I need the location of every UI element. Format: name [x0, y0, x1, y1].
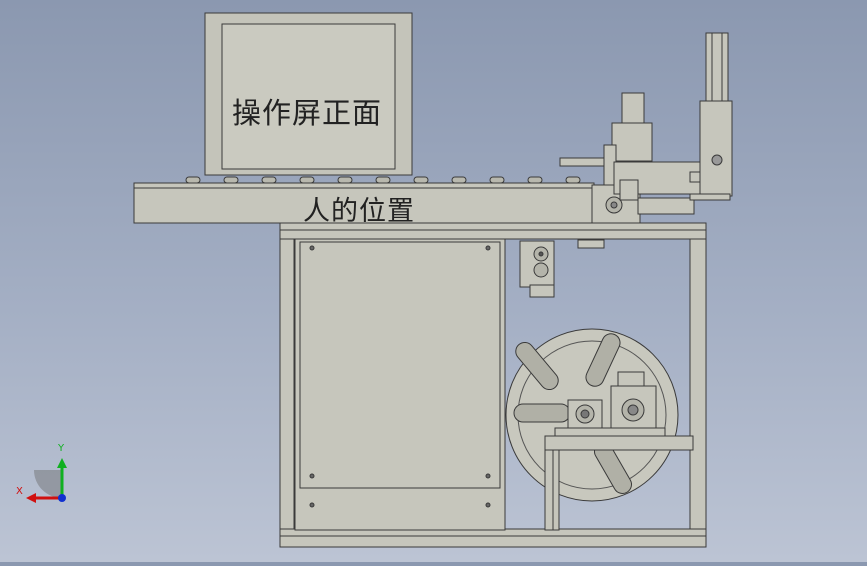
axis-x-label: X: [16, 486, 23, 497]
work-table[interactable]: [133, 182, 695, 226]
lower-platform: [544, 435, 694, 531]
operator-position-annotation: 人的位置: [303, 196, 415, 227]
gear-motor-small: [519, 239, 605, 298]
drive-motor: [554, 371, 666, 437]
axis-triad: [26, 458, 67, 503]
screen-front-annotation: 操作屏正面: [232, 96, 383, 130]
vertical-cylinder[interactable]: [689, 32, 733, 201]
operator-screen[interactable]: [204, 12, 413, 176]
axis-y-label: Y: [58, 443, 65, 454]
cabinet-door[interactable]: [294, 238, 506, 531]
machine-frame: [279, 222, 707, 548]
conveyor-rollers: [185, 176, 581, 184]
